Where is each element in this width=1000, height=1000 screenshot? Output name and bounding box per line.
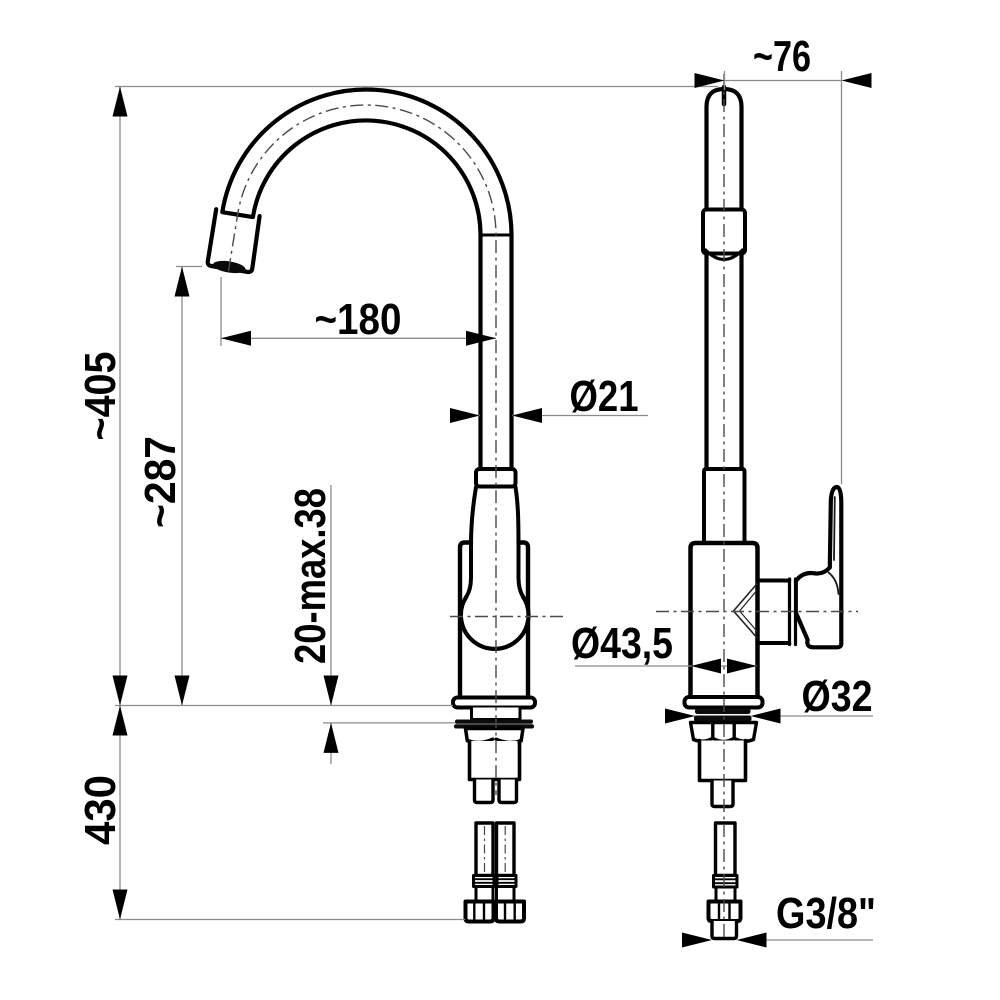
side-view (656, 74, 858, 941)
arrow-435-left (691, 658, 721, 674)
arrow-405-top (112, 86, 128, 117)
label-overall-height: ~405 (77, 352, 125, 441)
arrow-g38-right (736, 932, 767, 948)
supply-hoses (472, 821, 518, 903)
arrow-405-bottom (112, 675, 128, 706)
arrow-180-right (466, 330, 496, 346)
handle-lever (793, 484, 844, 650)
label-spout-reach: ~180 (315, 296, 402, 344)
side-supply-hose (706, 821, 743, 941)
dimension-arrowheads (112, 73, 872, 948)
front-centerlines (227, 104, 567, 873)
hose-end-left (474, 885, 495, 903)
side-hose-end (714, 885, 737, 903)
side-shank (697, 738, 748, 783)
lever-inner-line (833, 496, 836, 561)
hose-nut-right (494, 899, 526, 924)
ball-joint (458, 594, 531, 651)
label-hose-length: 430 (77, 775, 125, 845)
side-shank-fill (701, 740, 745, 781)
lever-base-curve (827, 571, 840, 595)
arrow-287-top (174, 266, 190, 297)
arrow-32-left (665, 708, 695, 724)
arrow-430-top (112, 705, 128, 736)
shank-fill (471, 741, 518, 779)
arrow-76-left (694, 73, 725, 88)
mounting-nut (463, 726, 525, 745)
ferrule-left (472, 874, 496, 888)
label-depth: ~76 (753, 33, 811, 81)
arrow-21-left (450, 408, 480, 423)
side-centerlines (656, 74, 858, 937)
arrow-435-right (727, 658, 757, 674)
arrow-430-bottom (112, 889, 128, 920)
hose-end-right (495, 885, 516, 903)
side-hose-nut-facet-lines (717, 902, 731, 921)
dimensions: ~405 ~287 430 20-max.38 ~180 Ø21 Ø43,5 Ø… (77, 33, 876, 948)
neck-left-edge (464, 485, 478, 599)
ferrule-right (495, 874, 518, 888)
dimension-lines (119, 79, 873, 941)
label-thread: G3/8" (776, 890, 876, 938)
side-hose-tube (713, 821, 737, 878)
arrow-180-left (221, 330, 251, 346)
washer-strip-top (455, 719, 533, 724)
facet-inner-lines (739, 589, 758, 632)
arrow-76-right (841, 73, 872, 88)
label-hole-diameter: Ø32 (802, 673, 873, 721)
hose-nut-left (463, 899, 496, 924)
ferrule-band-lines (474, 878, 516, 884)
side-ferrule (712, 874, 739, 889)
side-base-washer (694, 708, 752, 722)
facet-edge-lines (732, 583, 758, 639)
hose-end-nuts (463, 899, 526, 924)
side-washer-strip-bottom (694, 715, 752, 722)
hose-stub-left (472, 777, 495, 805)
side-ferrule-band-lines (714, 878, 737, 885)
base-flange (451, 695, 537, 710)
label-outlet-height: ~287 (137, 436, 185, 528)
arrow-32-right (750, 708, 781, 724)
dimension-labels: ~405 ~287 430 20-max.38 ~180 Ø21 Ø43,5 Ø… (77, 33, 876, 938)
hose-nut-facet-lines (473, 902, 516, 921)
extension-lines (115, 71, 843, 921)
label-deck-thickness: 20-max.38 (287, 488, 335, 664)
body-facet-lines (732, 583, 758, 639)
label-spout-diameter: Ø21 (570, 373, 639, 421)
arrow-21-right (512, 408, 542, 423)
spout-centerline (227, 104, 497, 795)
side-hose-stub (710, 778, 735, 809)
threaded-shank (467, 739, 522, 782)
body-housing (457, 540, 531, 703)
front-view (205, 87, 567, 924)
arrow-2038-up (323, 722, 339, 753)
arrow-2038-down (323, 675, 339, 706)
arrow-g38-left (682, 932, 712, 948)
hose-stub-right (497, 777, 519, 805)
side-washer-strip-top (695, 708, 751, 714)
handle-assembly (755, 484, 844, 650)
label-body-diameter: Ø43,5 (571, 620, 673, 668)
neck-right-edge (513, 485, 525, 599)
arrow-287-bottom (174, 675, 190, 706)
